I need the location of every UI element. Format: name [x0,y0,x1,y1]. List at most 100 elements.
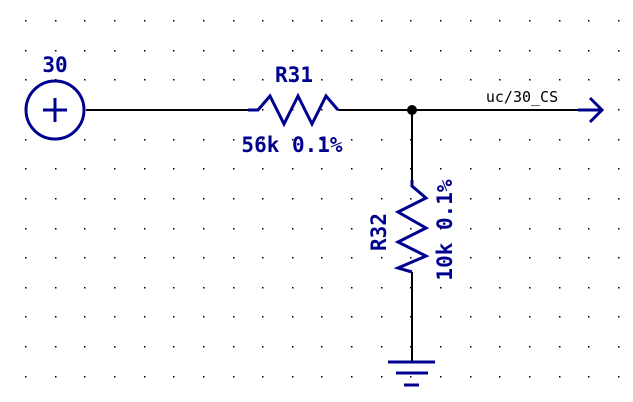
grid-dot [233,376,235,378]
grid-dot [351,287,353,289]
grid-dot [173,79,175,81]
grid-dot [440,346,442,348]
grid-dot [25,50,27,52]
grid-dot [440,79,442,81]
grid-dot [203,316,205,318]
grid-dot [529,376,531,378]
grid-dot [25,346,27,348]
grid-dot [84,50,86,52]
grid-dot [559,257,561,259]
grid-dot [203,228,205,230]
grid-dot [618,316,620,318]
resistor-r32[interactable]: R32 10k 0.1% [367,179,457,281]
resistor-r31[interactable]: R31 56k 0.1% [241,63,343,157]
grid-dot [321,287,323,289]
grid-dot [292,139,294,141]
grid-dot [114,346,116,348]
grid-dot [114,316,116,318]
grid-dot [144,376,146,378]
grid-dot [292,346,294,348]
grid-dot [321,228,323,230]
resistor-r32-zigzag-icon [393,180,430,274]
grid-dot [173,139,175,141]
grid-dot [144,198,146,200]
grid-dot [440,287,442,289]
grid-dot [84,346,86,348]
grid-dot [499,287,501,289]
junction-dot[interactable] [407,105,417,115]
grid-dot [381,257,383,259]
grid-dot [233,346,235,348]
grid-dot [440,376,442,378]
grid-dot [618,20,620,22]
grid-dot [114,198,116,200]
grid-dot [351,346,353,348]
grid-dot [84,20,86,22]
grid-dot [440,257,442,259]
grid-dot [440,228,442,230]
grid-dot [588,287,590,289]
grid-dot [470,20,472,22]
grid-dot [292,228,294,230]
grid-dot [470,198,472,200]
grid-dot [618,139,620,141]
grid-dot [381,316,383,318]
grid-dot [440,316,442,318]
grid-dot [618,168,620,170]
grid-dot [410,257,412,259]
grid-dot [173,20,175,22]
power-port-circle-icon [24,79,86,141]
grid-dot [84,228,86,230]
grid-dot [559,20,561,22]
grid-dot [499,168,501,170]
grid-dot [499,50,501,52]
grid-dot [559,346,561,348]
grid-dot [470,228,472,230]
grid-dot [203,376,205,378]
grid-dot [84,79,86,81]
grid-dot [618,257,620,259]
grid-dot [321,20,323,22]
grid-dot [203,168,205,170]
grid-dot [84,376,86,378]
grid-dot [410,139,412,141]
grid-dot [588,198,590,200]
grid-dot [292,20,294,22]
grid-dot [144,228,146,230]
grid-dots [25,20,620,378]
power-port-label: 30 [42,53,67,77]
grid-dot [381,20,383,22]
grid-dot [559,50,561,52]
grid-dot [144,79,146,81]
grid-dot [84,316,86,318]
net-label[interactable]: uc/30_CS [486,88,605,124]
grid-dot [499,257,501,259]
grid-dot [292,316,294,318]
grid-dot [321,198,323,200]
grid-dot [440,198,442,200]
grid-dot [144,50,146,52]
grid-dot [618,346,620,348]
grid-dot [292,79,294,81]
grid-dot [114,287,116,289]
grid-dot [262,198,264,200]
grid-dot [351,316,353,318]
grid-dot [233,198,235,200]
grid-dot [470,346,472,348]
grid-dot [351,50,353,52]
grid-dot [144,316,146,318]
grid-dot [410,198,412,200]
grid-dot [55,287,57,289]
grid-dot [55,198,57,200]
grid-dot [262,79,264,81]
grid-dot [440,168,442,170]
grid-dot [529,257,531,259]
grid-dot [351,228,353,230]
grid-dot [618,79,620,81]
grid-dot [25,79,27,81]
grid-dot [618,228,620,230]
power-port[interactable]: 30 [24,53,86,141]
ground-symbol[interactable] [388,360,435,387]
grid-dot [25,257,27,259]
grid-dot [529,198,531,200]
